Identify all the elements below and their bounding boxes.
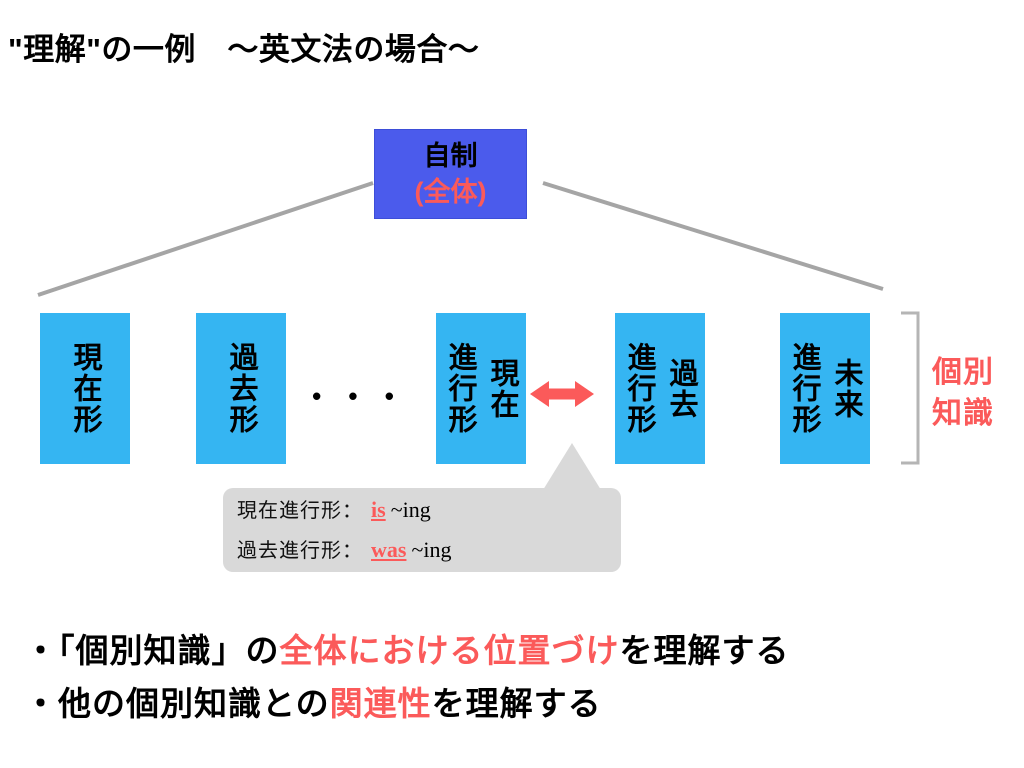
slide-title: "理解"の一例 〜英文法の場合〜	[8, 32, 480, 67]
bullet-text-post: を理解する	[431, 685, 602, 722]
tense-box-present: 現在形	[40, 313, 130, 464]
individual-knowledge-label: 個別 知識	[932, 356, 994, 430]
tense-box-label: 過去形	[225, 342, 257, 435]
tense-box-label: 現在 進行形	[444, 342, 518, 435]
double-arrow-icon	[530, 381, 594, 407]
callout-row-present-progressive: 現在進行形： is ~ing	[237, 490, 621, 530]
root-tense-box: 自制 (全体)	[374, 129, 527, 219]
tense-box-label: 未来 進行形	[788, 342, 862, 435]
callout-jp-text: 現在進行形：	[237, 500, 363, 522]
tense-box-label: 現在形	[69, 342, 101, 435]
callout-row-past-progressive: 過去進行形： was ~ing	[237, 530, 621, 570]
root-box-label: 自制	[423, 141, 478, 171]
tense-box-label: 過去 進行形	[623, 342, 697, 435]
bullet-text-pre: ・「個別知識」の	[24, 632, 280, 669]
callout-highlight-verb: was	[371, 537, 407, 562]
ellipsis-dots: • • •	[312, 381, 404, 411]
callout-highlight-verb: is	[371, 497, 386, 522]
callout-tail	[543, 443, 601, 490]
bullet-text-highlight: 全体における位置づけ	[279, 632, 620, 669]
tense-box-future-progressive: 未来 進行形	[780, 313, 870, 464]
bullet-line-relation: ・他の個別知識との関連性を理解する	[24, 677, 602, 725]
bullet-text-pre: ・他の個別知識との	[24, 685, 330, 722]
root-box-sublabel: (全体)	[414, 177, 487, 207]
bullet-text-highlight: 関連性	[329, 685, 432, 722]
tense-box-past: 過去形	[196, 313, 286, 464]
callout-jp-text: 過去進行形：	[237, 540, 363, 562]
tense-box-past-progressive: 過去 進行形	[615, 313, 705, 464]
tense-box-present-progressive: 現在 進行形	[436, 313, 526, 464]
bullet-text-post: を理解する	[619, 632, 790, 669]
bullet-line-position: ・「個別知識」の全体における位置づけを理解する	[24, 624, 790, 672]
right-bracket-icon	[901, 311, 920, 465]
callout-tooltip: 現在進行形： is ~ing 過去進行形： was ~ing	[223, 488, 621, 572]
right-connector-line	[542, 181, 884, 291]
callout-verb-suffix: ~ing	[390, 497, 431, 522]
callout-verb-suffix: ~ing	[411, 537, 452, 562]
left-connector-line	[37, 181, 374, 297]
